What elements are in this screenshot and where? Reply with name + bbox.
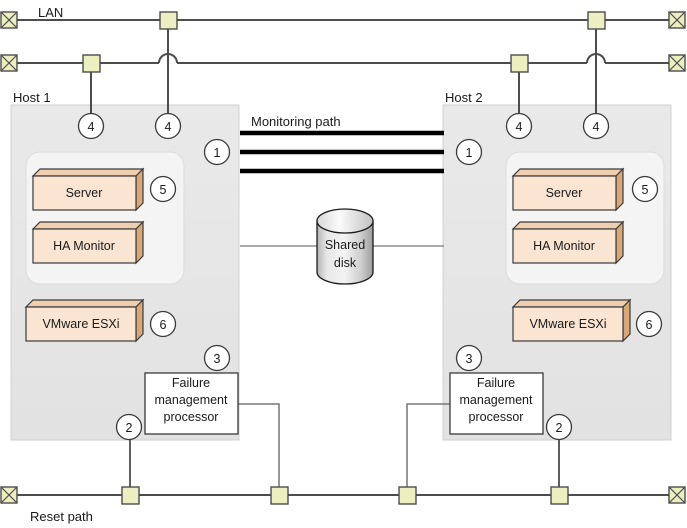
lan-terminator-bottom-right <box>668 54 686 72</box>
fmp-line2-host1: management <box>155 393 228 407</box>
callout-6-host2-text: 6 <box>646 318 653 332</box>
lan-label: LAN <box>38 5 63 20</box>
lan-terminator-bottom-left <box>0 54 18 72</box>
host-1-ha-monitor-box: HA Monitor <box>31 220 145 265</box>
callout-3-host1-text: 3 <box>214 352 221 366</box>
host-2-label: Host 2 <box>445 90 483 105</box>
callout-3-host2-text: 3 <box>466 352 473 366</box>
fmp-host2-reset-link <box>406 403 450 488</box>
callout-2-host1-text: 2 <box>126 421 133 435</box>
callout-6-host1: 6 <box>149 310 177 338</box>
esxi-label-host1: VMware ESXi <box>42 317 119 331</box>
callout-5-host1-text: 5 <box>160 183 167 197</box>
callout-3-host1: 3 <box>203 344 231 372</box>
callout-2-host1: 2 <box>115 413 143 441</box>
lan-tap-host1-right <box>159 11 178 30</box>
host-1-fmp-box: Failure management processor <box>144 372 239 435</box>
callout-4-host1-left-text: 4 <box>88 120 95 134</box>
fmp-line1-host2: Failure <box>477 376 515 390</box>
reset-tap-1 <box>121 486 140 505</box>
lan-tap-host2-left <box>510 54 529 73</box>
fmp-line3-host1: processor <box>164 410 219 424</box>
host-2-ha-monitor-box: HA Monitor <box>511 220 625 265</box>
callout-1-host1-text: 1 <box>214 146 221 160</box>
callout-1-host2: 1 <box>455 138 483 166</box>
lan-tap-host1-left <box>82 54 101 73</box>
callout-4-host1-right: 4 <box>154 112 182 140</box>
ha-monitor-label-host2: HA Monitor <box>533 239 595 253</box>
callout-4-host1-left: 4 <box>77 112 105 140</box>
reset-tap-4 <box>550 486 569 505</box>
reset-path-label: Reset path <box>30 509 93 524</box>
callout-5-host2-text: 5 <box>642 183 649 197</box>
host-1-server-box: Server <box>31 167 145 212</box>
host-1-label: Host 1 <box>13 90 51 105</box>
callout-4-host1-right-text: 4 <box>165 120 172 134</box>
callout-5-host2: 5 <box>631 175 659 203</box>
reset-tap-2 <box>270 486 289 505</box>
callout-6-host1-text: 6 <box>160 318 167 332</box>
callout-1-host1: 1 <box>203 138 231 166</box>
fmp-line1-host1: Failure <box>172 376 210 390</box>
ha-monitor-label-host1: HA Monitor <box>53 239 115 253</box>
callout-4-host2-left: 4 <box>505 112 533 140</box>
host-2-server-box: Server <box>511 167 625 212</box>
lan-terminator-top-right <box>668 11 686 29</box>
callout-2-host2: 2 <box>545 413 573 441</box>
server-label-host1: Server <box>66 186 103 200</box>
host-2-fmp-box: Failure management processor <box>449 372 544 435</box>
callout-6-host2: 6 <box>635 310 663 338</box>
reset-terminator-left <box>0 486 18 504</box>
lan-line-2 <box>16 53 670 64</box>
lan-tap-host2-right <box>587 11 606 30</box>
server-label-host2: Server <box>546 186 583 200</box>
fmp-line2-host2: management <box>460 393 533 407</box>
callout-2-host2-text: 2 <box>556 421 563 435</box>
callout-1-host2-text: 1 <box>466 146 473 160</box>
callout-4-host2-right: 4 <box>582 112 610 140</box>
callout-5-host1: 5 <box>149 175 177 203</box>
fmp-host1-reset-link <box>237 403 280 488</box>
reset-terminator-right <box>668 486 686 504</box>
fmp-line3-host2: processor <box>469 410 524 424</box>
lan-terminator-top-left <box>0 11 18 29</box>
host-1-esxi-box: VMware ESXi <box>24 298 145 343</box>
shared-disk-label-line2: disk <box>334 256 357 270</box>
reset-tap-3 <box>398 486 417 505</box>
callout-4-host2-right-text: 4 <box>593 120 600 134</box>
host-2-esxi-box: VMware ESXi <box>511 298 632 343</box>
callout-4-host2-left-text: 4 <box>516 120 523 134</box>
monitoring-path-label: Monitoring path <box>251 114 341 129</box>
shared-disk-label-line1: Shared <box>325 238 365 252</box>
monitoring-path-lines <box>240 130 444 174</box>
callout-3-host2: 3 <box>455 344 483 372</box>
shared-disk <box>316 208 374 285</box>
esxi-label-host2: VMware ESXi <box>529 317 606 331</box>
